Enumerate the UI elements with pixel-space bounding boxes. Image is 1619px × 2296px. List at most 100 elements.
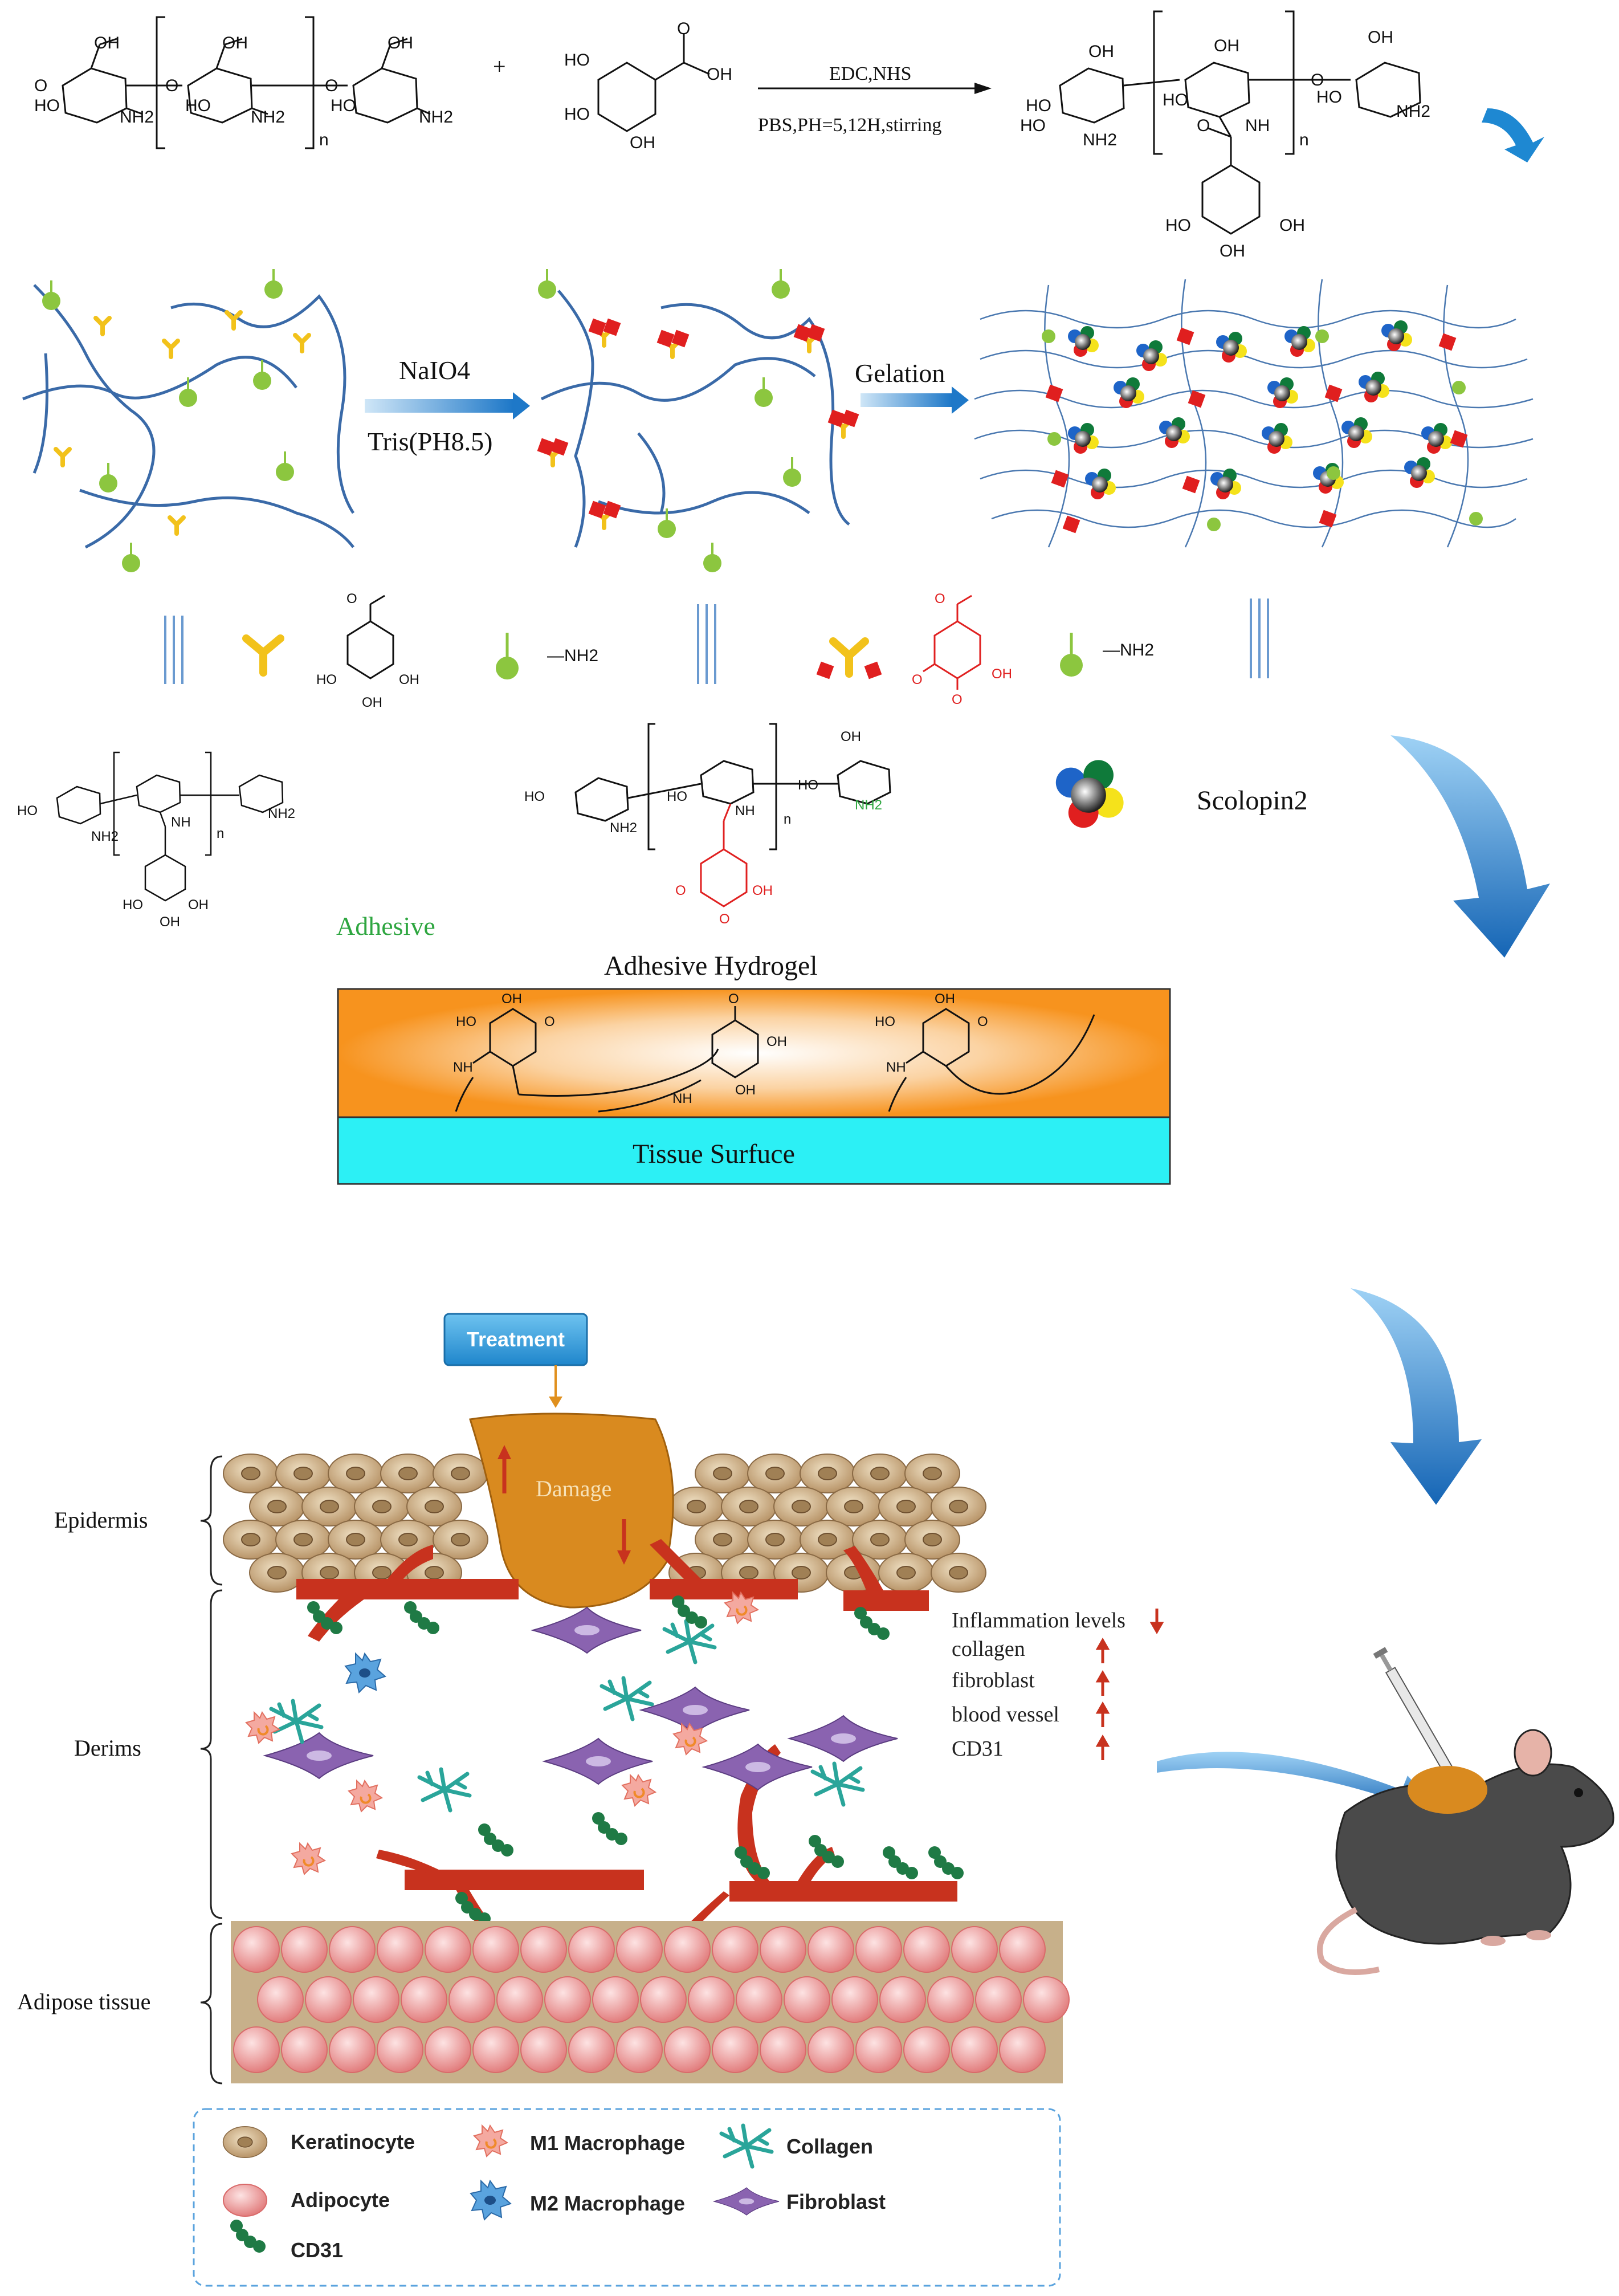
- cd31-marker: [883, 1846, 918, 1879]
- chem-label-oh: OH: [707, 65, 732, 84]
- keratinocyte: [433, 1520, 488, 1560]
- chem-label-o: O: [952, 692, 963, 707]
- gallol-structure: HO OH OH O: [316, 591, 419, 710]
- chem-label-o: O: [912, 672, 923, 687]
- damage-down-arrow: [617, 1519, 631, 1565]
- oxidized-catechol-glyph: [816, 637, 882, 679]
- chem-label-oh: OH: [94, 34, 120, 52]
- effect-label: fibroblast: [952, 1668, 1035, 1692]
- keratinocyte: [852, 1520, 908, 1560]
- amine-legend-glyph: [496, 633, 519, 679]
- adipocyte: [664, 2026, 711, 2073]
- adipocyte: [784, 1976, 830, 2023]
- chem-label-nh: NH: [672, 1091, 692, 1106]
- chem-label-o: O: [325, 76, 338, 95]
- chem-label-o: O: [544, 1014, 555, 1029]
- chem-label-nh2: NH2: [1396, 102, 1430, 121]
- keratinocyte: [249, 1487, 305, 1526]
- chem-label-ho: HO: [564, 105, 590, 124]
- network-1-amines: [41, 268, 295, 573]
- repeat-n: n: [319, 131, 329, 149]
- collagen: [602, 1678, 652, 1719]
- keratinocyte: [878, 1553, 934, 1593]
- chem-label-ho: HO: [331, 96, 356, 115]
- adipocyte: [879, 1976, 926, 2023]
- amine-legend-label: —NH2: [547, 646, 598, 665]
- keratinocyte: [328, 1454, 384, 1493]
- adipocyte: [831, 1976, 878, 2023]
- layer-label-epidermis: Epidermis: [54, 1507, 148, 1533]
- keratinocyte: [747, 1454, 803, 1493]
- reagent-top: EDC,NHS: [829, 63, 912, 84]
- chem-label-ho: HO: [798, 777, 818, 793]
- chem-label-o: O: [34, 76, 47, 95]
- chem-label-oh: OH: [735, 1082, 756, 1098]
- fibroblast: [703, 1744, 813, 1790]
- fibroblast: [532, 1607, 642, 1654]
- fibroblast: [641, 1687, 750, 1733]
- legend-label: M2 Macrophage: [530, 2192, 685, 2215]
- chem-label-oh: OH: [992, 666, 1012, 682]
- adipocyte: [425, 1926, 471, 1973]
- injection-arrow: [1157, 1752, 1430, 1815]
- legend-adipocyte: Adipocyte: [223, 2184, 390, 2217]
- chem-label-nh: NH: [886, 1060, 906, 1075]
- chem-label-ho: HO: [564, 51, 590, 70]
- decrease-arrow: [1149, 1609, 1164, 1635]
- chem-label-nh2: NH2: [251, 108, 285, 127]
- adipocyte: [736, 1976, 782, 2023]
- chem-label-nh2-green: NH2: [855, 797, 882, 813]
- legend-collagen: Collagen: [721, 2126, 873, 2167]
- catechol-legend-glyph: [242, 634, 284, 677]
- synthesis-reaction-arrow: EDC,NHS PBS,PH=5,12H,stirring: [758, 63, 992, 136]
- repeat-n: n: [217, 826, 224, 841]
- effect-label: blood vessel: [952, 1703, 1059, 1727]
- chem-label-oh: OH: [766, 1034, 787, 1049]
- gelation-arrow-head: [952, 386, 969, 414]
- chem-label-o: O: [165, 76, 178, 95]
- gallic-acid-structure: O OH HO HO OH: [564, 19, 732, 152]
- adipocyte: [616, 1926, 663, 1973]
- layer-braces: [200, 1455, 223, 2085]
- chem-label-o: O: [677, 19, 690, 38]
- chem-label-o-red: O: [719, 911, 730, 927]
- legend-label: Fibroblast: [786, 2190, 886, 2213]
- adipocyte: [616, 2026, 663, 2073]
- m1-macrophage: [291, 1842, 326, 1875]
- chem-label-o: O: [977, 1014, 988, 1029]
- adipocyte: [903, 1926, 950, 1973]
- chitosan-structure: O OH HO NH2 O OH HO NH2 n O OH HO NH2: [34, 16, 453, 149]
- legend-cd31: CD31: [230, 2220, 343, 2262]
- damage-region: [469, 1412, 674, 1609]
- adipocyte: [281, 1926, 328, 1973]
- chem-label-oh: OH: [1368, 28, 1393, 47]
- cd31-marker: [592, 1812, 627, 1845]
- legend-m1-macrophage: M1 Macrophage: [473, 2124, 685, 2157]
- chem-label-nh2: NH2: [91, 829, 119, 844]
- adipocyte: [951, 1926, 998, 1973]
- effects-list: Inflammation levels collagen fibroblast …: [952, 1609, 1164, 1761]
- keratinocyte: [223, 1454, 279, 1493]
- legend-keratinocyte: Keratinocyte: [222, 2126, 415, 2158]
- layer-label-adipose: Adipose tissue: [17, 1989, 150, 2014]
- cd31-marker: [854, 1607, 890, 1640]
- legend-label: Collagen: [786, 2135, 873, 2158]
- damage-label: Damage: [536, 1476, 611, 1501]
- adipocyte: [712, 1926, 758, 1973]
- keratinocyte: [931, 1553, 986, 1593]
- keratinocyte: [275, 1454, 331, 1493]
- quinone-structure: O O O OH: [912, 591, 1012, 707]
- fibroblast: [789, 1715, 898, 1762]
- collagen: [419, 1769, 470, 1810]
- keratinocyte: [380, 1454, 436, 1493]
- adipocyte: [855, 2026, 902, 2073]
- chem-label-o: O: [1197, 116, 1210, 135]
- chem-label-o: O: [1311, 71, 1324, 89]
- adipocyte: [544, 1976, 591, 2023]
- legend-label: Keratinocyte: [291, 2130, 415, 2153]
- hydrogel-layer: [337, 988, 1171, 1118]
- chem-label-ho: HO: [1026, 96, 1051, 115]
- chem-label-oh: OH: [935, 991, 955, 1007]
- adipocyte: [568, 2026, 615, 2073]
- adipocyte: [664, 1926, 711, 1973]
